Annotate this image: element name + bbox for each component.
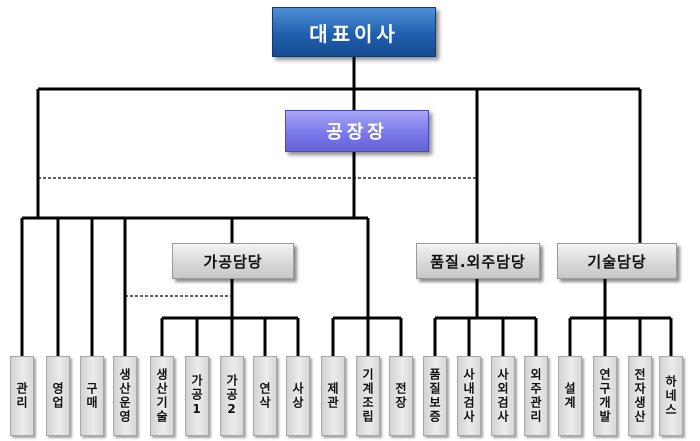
dept-box: 하네스 [659,356,683,436]
dept-box: 사외검사 [491,356,515,436]
dept-box: 사내검사 [457,356,481,436]
dept-label: 품질보증 [427,368,442,424]
plant-manager-box: 공장장 [285,110,429,152]
dept-label: 구매 [84,382,99,410]
dept-label: 생산운영 [117,368,132,424]
dept-box: 생산운영 [113,356,137,436]
quality-manager-box: 품질.외주담당 [416,243,540,279]
dept-box: 기계조립 [356,356,380,436]
technology-manager-label: 기술담당 [587,252,647,271]
dept-label: 연구개발 [597,368,612,424]
ceo-label: 대표이사 [309,21,399,46]
dept-box: 외주관리 [524,356,548,436]
processing-manager-label: 가공담당 [203,252,263,271]
dept-box: 전장 [389,356,413,436]
dept-label: 하네스 [663,375,678,417]
quality-manager-label: 품질.외주담당 [430,252,526,271]
dept-label: 가공1 [189,374,204,418]
dept-label: 사상 [290,382,305,410]
dept-label: 사내검사 [461,368,476,424]
dept-box: 생산기술 [150,356,174,436]
dept-box: 연삭 [253,356,277,436]
dept-box: 사상 [286,356,310,436]
dept-label: 영업 [50,382,65,410]
technology-manager-box: 기술담당 [557,243,677,279]
processing-manager-box: 가공담당 [172,243,294,279]
dept-box: 가공2 [220,356,244,436]
dept-box: 관리 [10,356,34,436]
dept-label: 제관 [325,382,340,410]
dept-box: 제관 [321,356,345,436]
dept-box: 연구개발 [593,356,617,436]
dept-box: 영업 [46,356,70,436]
dept-box: 설계 [558,356,582,436]
dept-box: 구매 [80,356,104,436]
dept-label: 생산기술 [154,368,169,424]
dept-label: 전자생산 [632,368,647,424]
dept-label: 전장 [393,382,408,410]
dept-label: 설계 [562,382,577,410]
plant-manager-label: 공장장 [326,122,388,143]
dept-label: 가공2 [224,374,239,418]
dept-box: 가공1 [185,356,209,436]
dept-box: 전자생산 [628,356,652,436]
dept-label: 관리 [14,382,29,410]
dept-label: 연삭 [257,382,272,410]
dept-label: 사외검사 [495,368,510,424]
dept-box: 품질보증 [423,356,447,436]
dept-label: 기계조립 [360,368,375,424]
ceo-box: 대표이사 [272,7,436,57]
dept-label: 외주관리 [528,368,543,424]
